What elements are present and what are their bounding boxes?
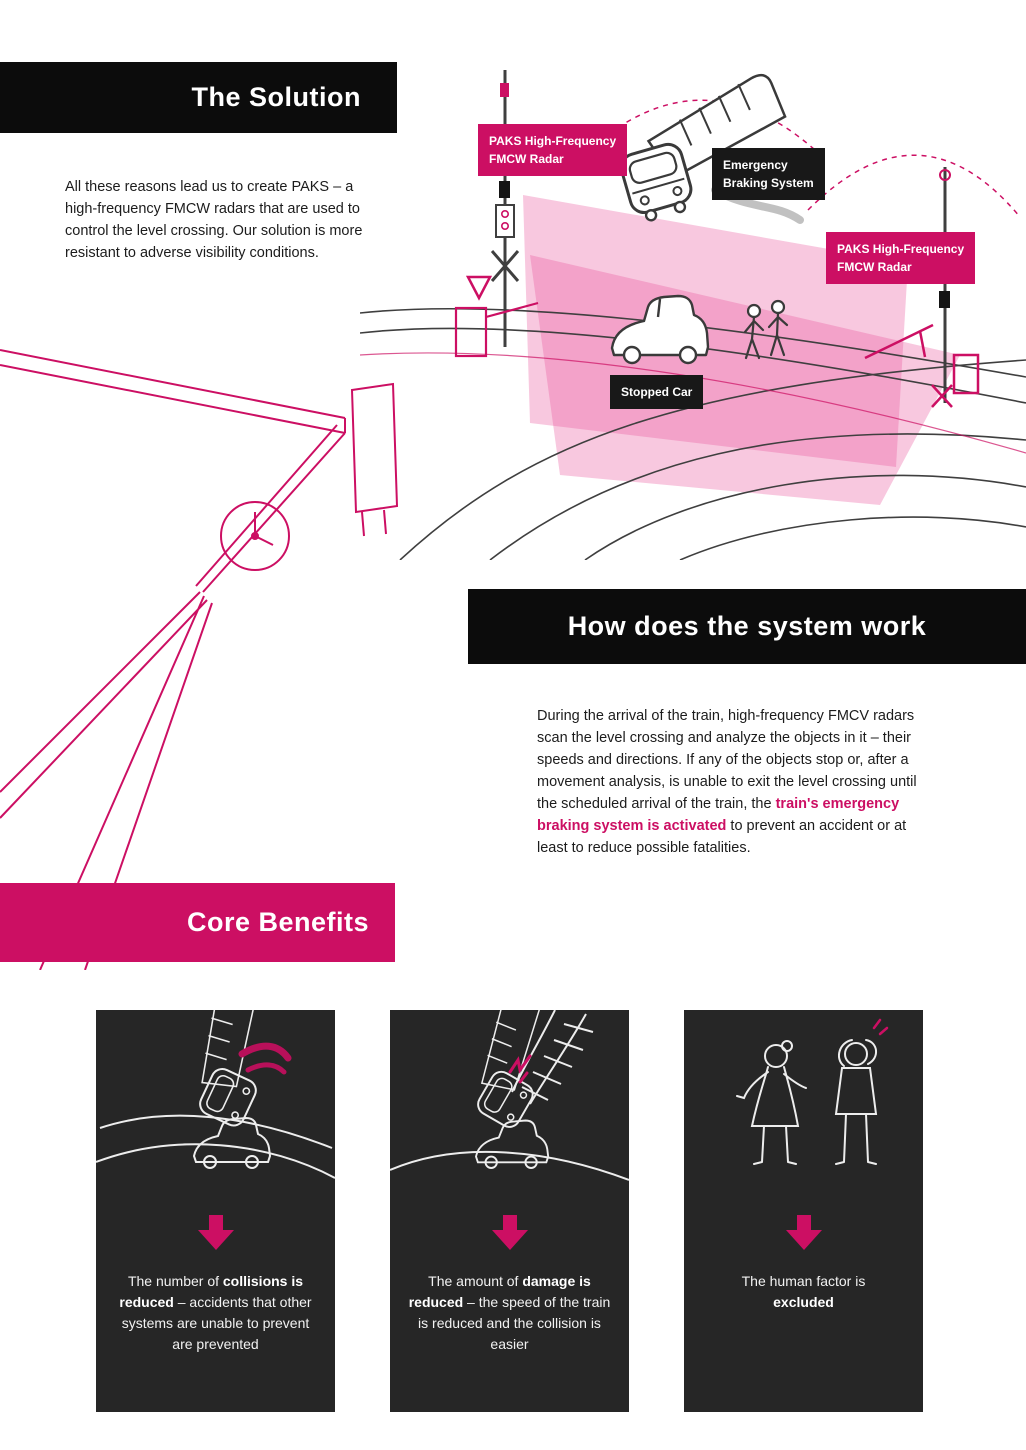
collision-illustration xyxy=(96,1010,335,1179)
spark-mark xyxy=(508,1054,532,1084)
how-title: How does the system work xyxy=(567,611,927,641)
down-arrow-icon xyxy=(197,1215,234,1250)
down-arrow-icon xyxy=(785,1215,822,1250)
down-arrow-icon xyxy=(491,1215,528,1250)
benefit-0-bold: collisions is reduced xyxy=(119,1273,304,1310)
benefit-1-bold: damage is reduced xyxy=(408,1273,591,1310)
crash-mark xyxy=(238,1042,292,1075)
how-text-after: to prevent an accident or at least to re… xyxy=(537,818,907,857)
solution-title: The Solution xyxy=(191,82,361,112)
pedestrians xyxy=(743,299,789,360)
benefit-card-collisions: The number of collisions is reduced – ac… xyxy=(96,1010,335,1412)
benefit-2-pre: The human factor is xyxy=(741,1273,866,1289)
solution-paragraph: All these reasons lead us to create PAKS… xyxy=(65,179,363,262)
train xyxy=(619,73,787,222)
benefits-banner: Core Benefits xyxy=(0,883,395,962)
stopped-car xyxy=(610,294,710,365)
radar-unit-left xyxy=(499,181,510,198)
stopped-car-label: Stopped Car xyxy=(610,375,704,409)
radar-beam-right xyxy=(530,255,960,505)
benefit-1-post: – the speed of the train is reduced and … xyxy=(418,1294,611,1352)
benefit-text-damage: The amount of damage is reduced – the sp… xyxy=(390,1271,629,1355)
how-banner: How does the system work xyxy=(468,589,1026,664)
solution-banner: The Solution xyxy=(0,62,397,133)
benefit-0-pre: The number of xyxy=(127,1273,223,1289)
how-text-highlight: train's emergency braking system is acti… xyxy=(537,796,900,835)
benefit-text-collisions: The number of collisions is reduced – ac… xyxy=(96,1271,335,1355)
benefit-card-damage: The amount of damage is reduced – the sp… xyxy=(390,1010,629,1412)
how-paragraph: During the arrival of the train, high-fr… xyxy=(537,705,937,859)
alert-mark xyxy=(872,1018,889,1036)
people-illustration xyxy=(736,1018,889,1165)
benefit-2-bold: excluded xyxy=(773,1294,834,1310)
benefit-text-human-factor: The human factor is excluded xyxy=(684,1271,923,1313)
benefits-title: Core Benefits xyxy=(186,907,369,937)
left-signal-pole xyxy=(454,70,539,358)
radar-unit-right xyxy=(939,291,950,308)
radar-label-left: PAKS High-Frequency FMCW Radar xyxy=(478,124,628,176)
benefit-card-human-factor: The human factor is excluded xyxy=(684,1010,923,1412)
benefit-1-pre: The amount of xyxy=(428,1273,523,1289)
emergency-braking-label: Emergency Braking System xyxy=(712,148,825,200)
right-signal-pole xyxy=(864,167,980,408)
radar-label-right: PAKS High-Frequency FMCW Radar xyxy=(826,232,976,284)
barrier-clock-sketch xyxy=(0,349,399,970)
benefit-0-post: – accidents that other systems are unabl… xyxy=(121,1294,312,1352)
level-crossing-illustration xyxy=(360,70,1026,560)
braking-illustration xyxy=(390,1010,629,1181)
how-text-before: During the arrival of the train, high-fr… xyxy=(537,708,917,813)
